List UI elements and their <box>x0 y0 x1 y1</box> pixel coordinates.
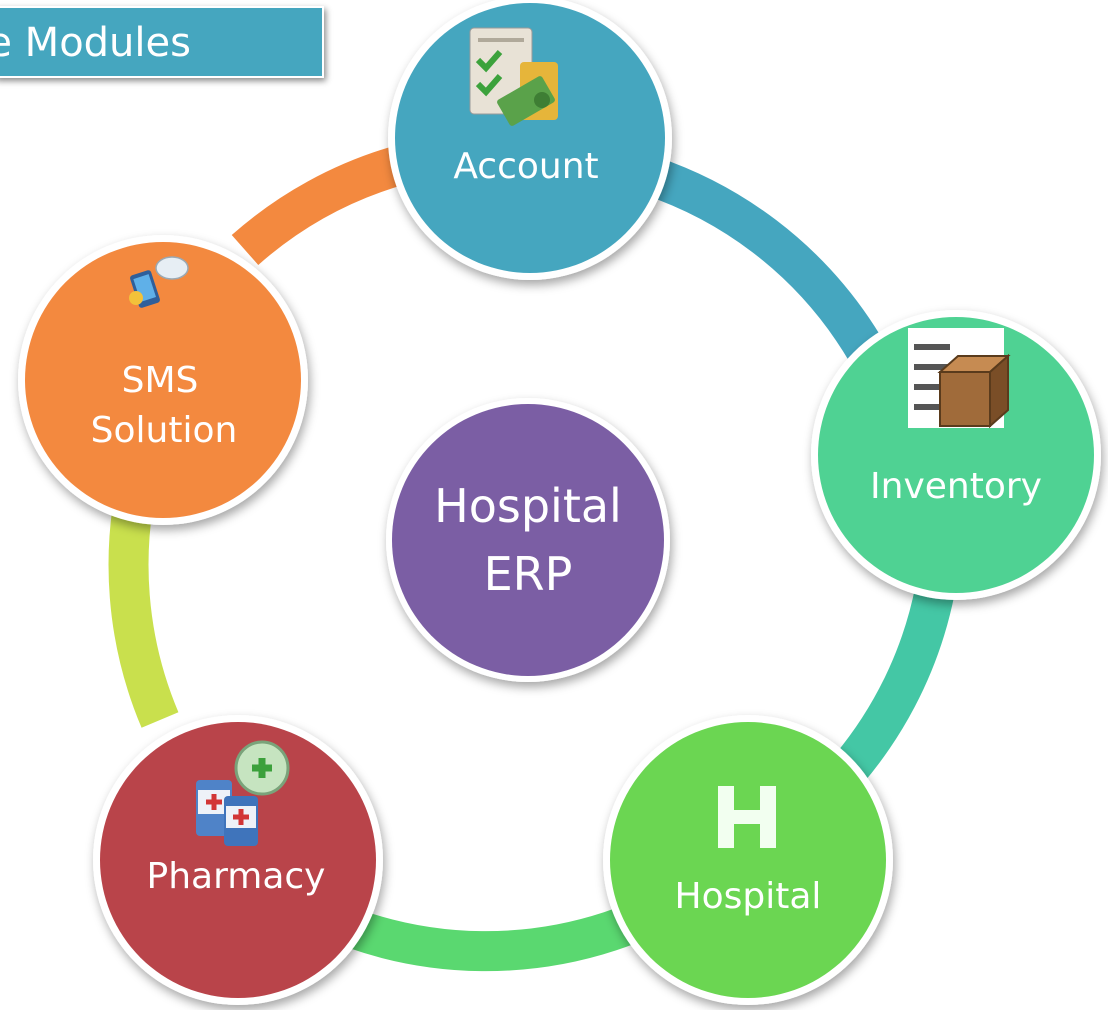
module-account-label: Account <box>453 146 598 187</box>
module-inventory-circle <box>818 317 1094 593</box>
module-hospital-circle <box>610 722 886 998</box>
module-sms[interactable]: SMS Solution <box>18 235 308 525</box>
ring-segment-sms-account <box>231 145 406 266</box>
center-circle <box>392 404 664 676</box>
module-pharmacy-label: Pharmacy <box>147 856 326 897</box>
center-title-line2: ERP <box>484 547 573 601</box>
inventory-box-icon <box>908 328 1011 429</box>
center-title-line1: Hospital <box>434 479 622 533</box>
module-sms-label-line1: SMS <box>122 360 199 401</box>
sms-phone-icon <box>129 256 189 308</box>
hospital-h-icon <box>718 786 776 848</box>
module-pharmacy[interactable]: Pharmacy <box>93 715 383 1005</box>
module-inventory[interactable]: Inventory <box>811 310 1101 600</box>
page-title-banner: ne Modules <box>0 6 324 78</box>
module-hospital[interactable]: Hospital <box>603 715 893 1005</box>
center-node[interactable]: Hospital ERP <box>386 398 670 682</box>
module-sms-label-line2: Solution <box>91 410 238 451</box>
account-money-icon <box>469 27 558 126</box>
page-title: ne Modules <box>0 20 191 66</box>
module-account[interactable]: Account <box>388 0 672 280</box>
module-pharmacy-circle <box>100 722 376 998</box>
pharmacy-bottles-icon <box>196 740 290 846</box>
module-sms-circle <box>25 242 301 518</box>
module-hospital-label: Hospital <box>675 876 822 917</box>
module-inventory-label: Inventory <box>870 466 1042 507</box>
module-account-circle <box>395 3 665 273</box>
